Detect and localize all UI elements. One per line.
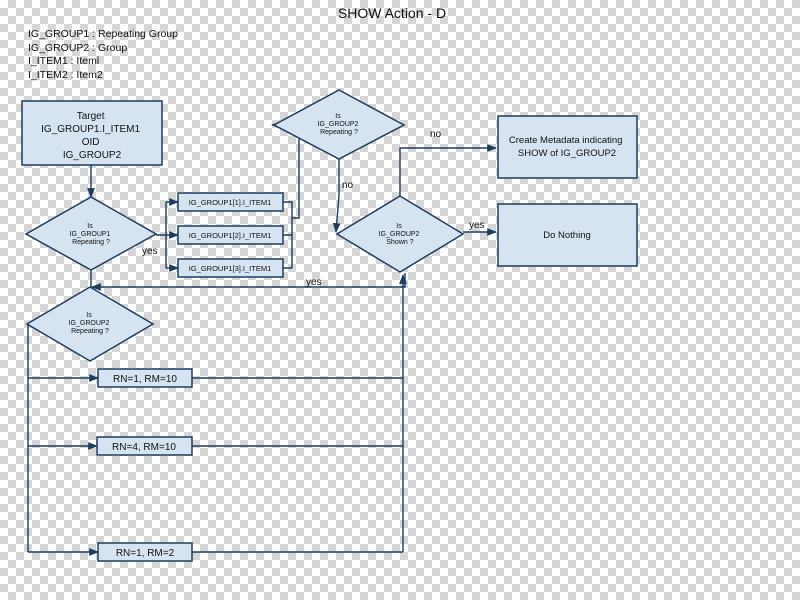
legend-item-2: IG_GROUP2 : Group [28, 41, 128, 54]
rn1-rm2-box: RN=1, RM=2 [97, 542, 193, 562]
decision1-line-1: Is [87, 223, 93, 230]
target-box: Target IG_GROUP1.I_ITEM1 OID IG_GROUP2 [21, 100, 163, 166]
decision1-line-3: Repeating ? [72, 239, 110, 246]
rn4-rm10-box: RN=4, RM=10 [96, 436, 193, 456]
rn1-rm10-box: RN=1, RM=10 [97, 368, 193, 388]
item-box-2: IG_GROUP1[2].I_ITEM1 [177, 225, 284, 245]
decision-shown-line-1: Is [396, 223, 402, 230]
decision-shown-line-2: IG_GROUP2 [379, 231, 420, 238]
edge-label-no-top: no [342, 180, 354, 191]
decision2-line-2: IG_GROUP2 [69, 320, 110, 327]
svg-text:Create Metadata indicating: Create Metadata indicating SHOW of IG_GR… [509, 135, 625, 159]
svg-text:Is IG_GROUP2 Repea: Is IG_GROUP2 Repeating ? [69, 312, 112, 335]
edges [27, 121, 497, 556]
target-line-3: OID [82, 137, 100, 148]
rn1-rm10-label: RN=1, RM=10 [113, 374, 177, 385]
decision1-line-2: IG_GROUP1 [70, 231, 111, 238]
create-metadata-line-2: SHOW of IG_GROUP2 [518, 148, 616, 159]
edge-decision1-fanout [156, 202, 167, 268]
do-nothing-label: Do Nothing [543, 230, 591, 241]
legend: IG_GROUP1 : Repeating Group IG_GROUP2 : … [28, 28, 178, 82]
item-box-1: IG_GROUP1[1].I_ITEM1 [177, 192, 284, 212]
svg-text:Is IG_GROUP2 Repea: Is IG_GROUP2 Repeating ? [318, 113, 361, 136]
svg-text:Is IG_GROUP1 Repea: Is IG_GROUP1 Repeating ? [70, 223, 113, 246]
item-box-2-label: IG_GROUP1[2].I_ITEM1 [189, 231, 272, 240]
edge-label-yes-group1: yes [142, 246, 158, 257]
decision2-line-1: Is [86, 312, 92, 319]
do-nothing-box: Do Nothing [497, 203, 638, 267]
decision2-line-3: Repeating ? [71, 328, 109, 335]
decision-top-line-3: Repeating ? [320, 129, 358, 136]
edge-top-decision-no [332, 158, 341, 233]
target-line-4: IG_GROUP2 [63, 150, 122, 161]
item-box-3: IG_GROUP1[3].I_ITEM1 [177, 258, 284, 278]
legend-item-1: IG_GROUP1 : Repeating Group [28, 28, 178, 40]
target-line-1: Target [77, 111, 105, 122]
decision-top-repeating: Is IG_GROUP2 Repeating ? [272, 89, 406, 160]
edge-label-yes-return: yes [306, 277, 322, 288]
decision-group2-repeating: Is IG_GROUP2 Repeating ? [25, 286, 155, 362]
diagram-title: SHOW Action - D [338, 5, 446, 21]
create-metadata-box: Create Metadata indicating SHOW of IG_GR… [497, 115, 638, 179]
item-box-1-label: IG_GROUP1[1].I_ITEM1 [189, 198, 272, 207]
decision-shown: Is IG_GROUP2 Shown ? [335, 195, 465, 273]
item-box-3-label: IG_GROUP1[3].I_ITEM1 [189, 264, 272, 273]
decision-group1-repeating: Is IG_GROUP1 Repeating ? [24, 196, 158, 271]
edge-shown-no [399, 144, 497, 198]
decision-shown-line-3: Shown ? [386, 239, 413, 246]
create-metadata-line-1: Create Metadata indicating [509, 135, 623, 146]
edge-label-yes-shown: yes [469, 220, 485, 231]
target-line-2: IG_GROUP1.I_ITEM1 [41, 124, 140, 135]
decision-top-line-1: Is [335, 113, 341, 120]
legend-item-3: I_ITEM1 : Iteml [28, 55, 100, 67]
rn4-rm10-label: RN=4, RM=10 [112, 442, 176, 453]
legend-item-4: I_ITEM2 : Item2 [28, 68, 103, 81]
svg-text:Is IG_GROUP2 Shown: Is IG_GROUP2 Shown ? [379, 223, 422, 246]
svg-text:Target IG_GROUP1.I_ITEM1: Target IG_GROUP1.I_ITEM1 OID IG_GROUP2 [41, 111, 143, 161]
decision-top-line-2: IG_GROUP2 [318, 121, 359, 128]
rn1-rm2-label: RN=1, RM=2 [116, 548, 175, 559]
edge-items-merge [283, 201, 293, 269]
edge-label-no-shown: no [430, 129, 442, 140]
